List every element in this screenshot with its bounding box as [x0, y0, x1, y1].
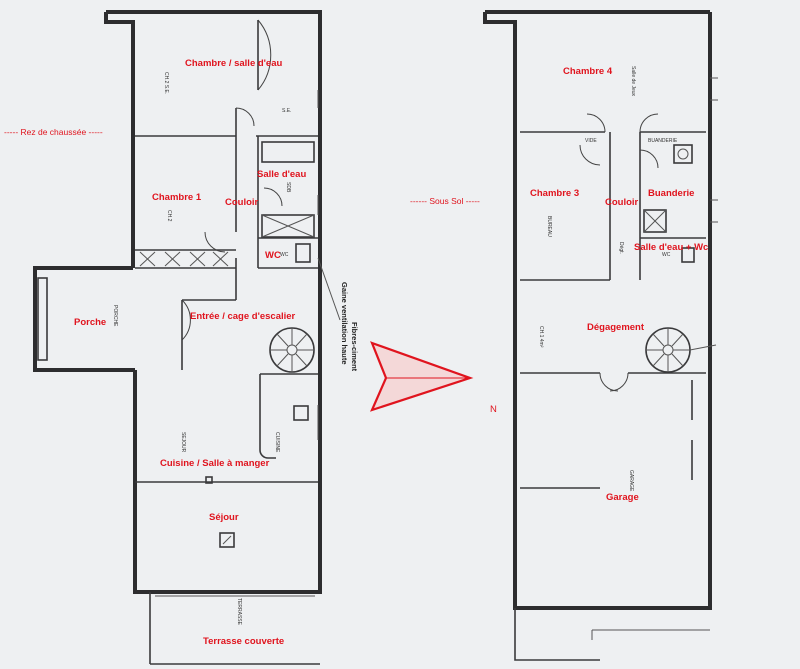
spiral-staircase-ground — [269, 327, 315, 373]
plan-text-porche: PORCHE — [112, 305, 118, 327]
porche-wall — [33, 266, 135, 372]
door-entree — [181, 299, 191, 341]
label-chambre1: Chambre 1 — [152, 192, 202, 203]
plan-text-ch2: CH.2 — [166, 210, 172, 222]
plan-text-cuisine: CUISINE — [274, 432, 280, 453]
door-arc-1 — [235, 107, 255, 127]
bathtub — [261, 141, 315, 163]
plan-text-salle-jeux: Salle de Jeux — [630, 66, 636, 97]
label-chambre4: Chambre 4 — [563, 66, 613, 77]
label-chambre3: Chambre 3 — [530, 188, 579, 199]
plan-text-vide: VIDE — [585, 138, 597, 144]
plan-text-ch1: CH.1 4m² — [538, 326, 544, 348]
north-arrow — [370, 341, 474, 412]
hatch-strip — [139, 251, 229, 267]
ground-outer-wall — [106, 10, 322, 594]
plan-text-se: S.E. — [282, 108, 291, 114]
label-north: N — [490, 404, 497, 415]
plan-text-sejour: SEJOUR — [180, 432, 186, 453]
label-rez-de-chaussee: ----- Rez de chaussée ----- — [4, 127, 103, 137]
label-entree: Entrée / cage d'escalier — [190, 311, 296, 322]
vent-pointer — [317, 257, 341, 321]
basement-bottom-ext — [514, 608, 600, 661]
basement-plan — [483, 10, 718, 661]
door-arc-2 — [204, 231, 226, 253]
label-couloir-ground: Couloir — [225, 197, 259, 208]
label-wc-ground: WC — [265, 250, 281, 261]
label-sous-sol: ------ Sous Sol ----- — [410, 196, 480, 206]
vent-text-line1: Gaine ventilation haute — [340, 282, 349, 365]
b-door-garage — [599, 372, 619, 392]
door-arc-4 — [257, 19, 272, 91]
porche-pillar — [37, 277, 48, 361]
label-salle-eau-wc: Salle d'eau + Wc — [634, 242, 708, 253]
wc-toilet — [295, 243, 311, 263]
plan-text-bureau: BUREAU — [546, 216, 552, 237]
plan-text-wc-basement: WC — [662, 252, 671, 258]
plan-text-buanderie: BUANDERIE — [648, 138, 678, 144]
plan-text-wc-ground: WC — [280, 252, 289, 258]
b-door-1 — [586, 113, 606, 133]
label-chambre-salle-eau: Chambre / salle d'eau — [185, 58, 282, 69]
label-degagement: Dégagement — [587, 322, 645, 333]
label-couloir-basement: Couloir — [605, 197, 639, 208]
basement-outer-wall — [483, 12, 712, 610]
b-toilet — [681, 247, 695, 263]
label-porche: Porche — [74, 317, 106, 328]
kitchen-stove — [293, 405, 309, 421]
label-garage: Garage — [606, 492, 639, 503]
label-salle-eau: Salle d'eau — [257, 169, 306, 180]
plan-text-dgt: Dégt. — [618, 242, 624, 254]
spiral-staircase-basement — [645, 327, 691, 373]
ground-left-wall — [104, 12, 135, 268]
fireplace — [219, 532, 235, 548]
plan-text-ch-se: CH.2 S.E. — [163, 72, 169, 94]
vent-text-line2: Fibres-ciment — [350, 322, 359, 372]
plan-text-terrasse: TERRASSE — [236, 598, 242, 626]
b-door-2 — [639, 113, 659, 133]
label-sejour: Séjour — [209, 512, 239, 523]
shower-block — [261, 214, 315, 238]
kitchen-counter — [259, 373, 318, 459]
plan-text-sdb: SDB — [285, 182, 291, 193]
b-door-3 — [579, 144, 601, 166]
plan-text-garage: GARAGE — [628, 470, 634, 492]
b-machine — [673, 144, 693, 164]
ground-floor-plan — [33, 10, 341, 665]
b-door-4 — [639, 149, 659, 169]
b-shower — [643, 209, 667, 233]
label-buanderie: Buanderie — [648, 188, 694, 199]
label-cuisine-salle: Cuisine / Salle à manger — [160, 458, 270, 469]
label-terrasse: Terrasse couverte — [203, 636, 284, 647]
door-arc-3 — [263, 187, 283, 207]
